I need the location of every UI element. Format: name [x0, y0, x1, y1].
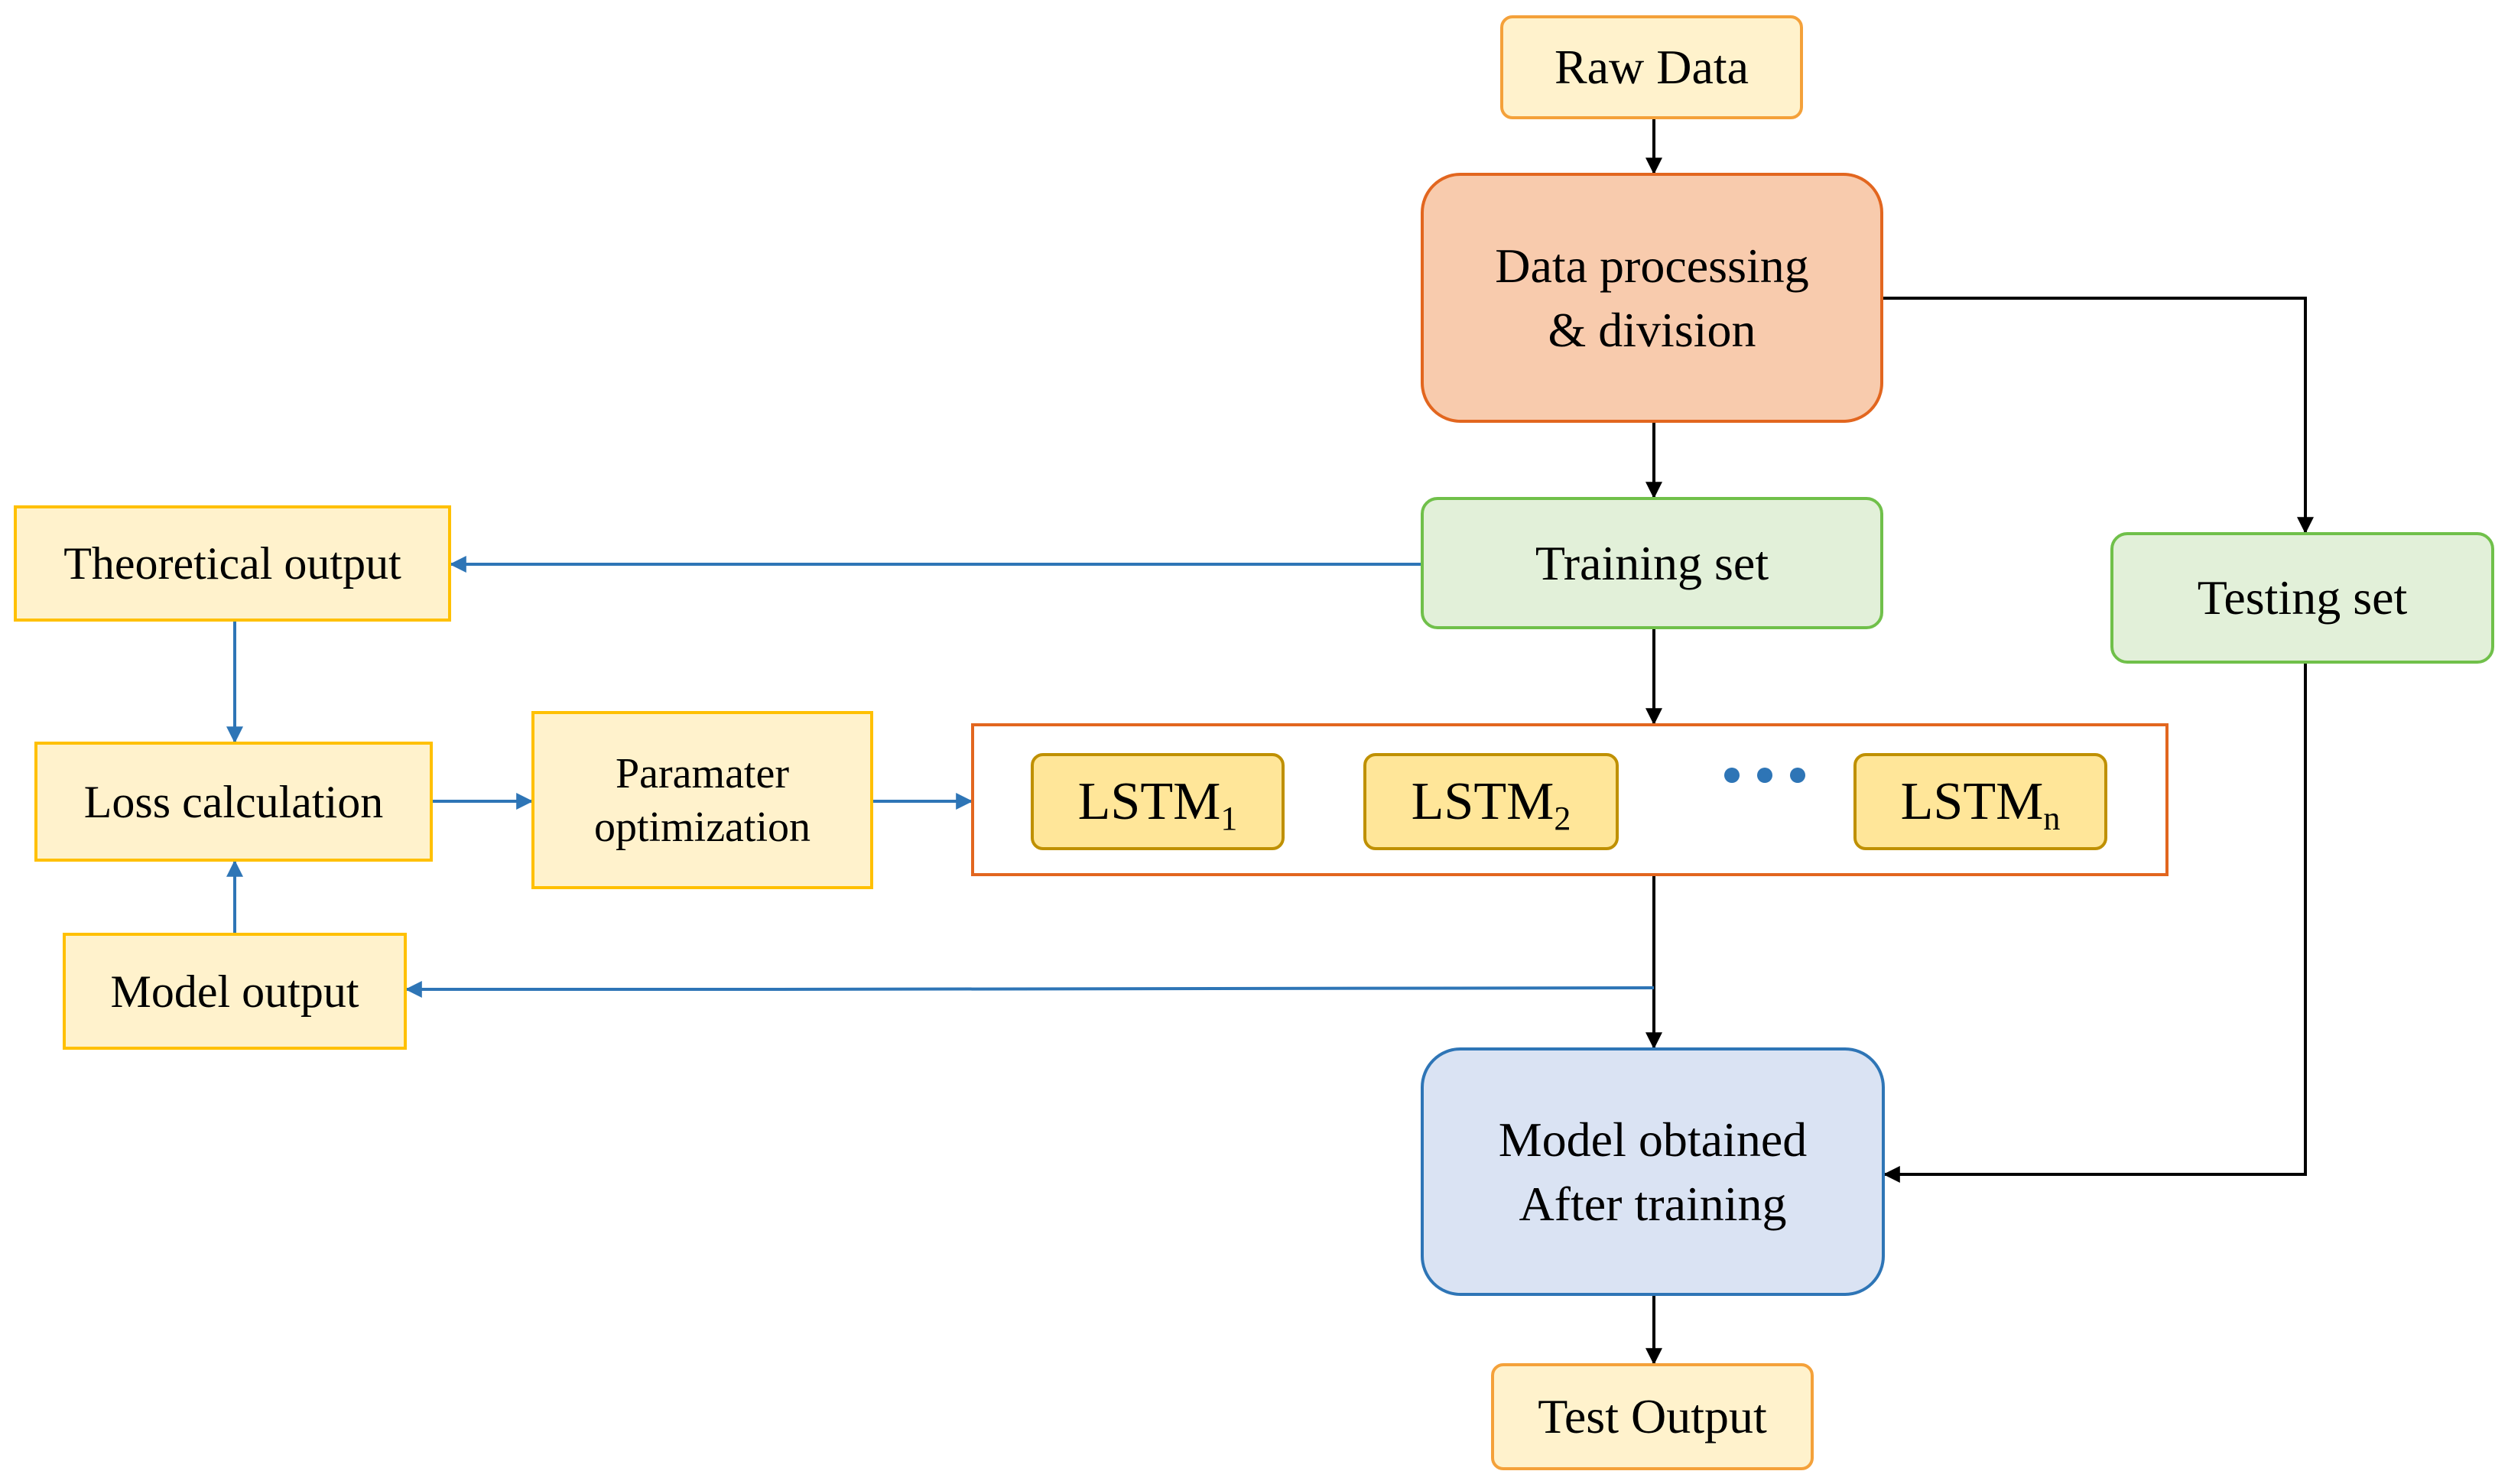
lstm-cell-2: LSTM2 — [1363, 753, 1619, 850]
ellipsis-dots-icon — [1724, 768, 1805, 783]
data-processing-label-line1: Data processing — [1495, 238, 1809, 293]
testing-set-node: Testing set — [2110, 532, 2494, 664]
model-obtained-label-line2: After training — [1519, 1176, 1787, 1231]
loss-calculation-node: Loss calculation — [34, 742, 433, 862]
theoretical-output-label: Theoretical output — [63, 538, 401, 589]
model-obtained-node: Model obtained After training — [1421, 1047, 1885, 1296]
parameter-optimization-label-line2: optimization — [593, 803, 811, 851]
data-processing-label-line2: & division — [1548, 302, 1756, 357]
testing-set-label: Testing set — [2197, 570, 2408, 625]
lstm-cell-n: LSTMn — [1853, 753, 2107, 850]
arrow-testing-to-model — [1883, 664, 2307, 1183]
arrow-lstm-to-model-output — [404, 981, 1655, 998]
model-output-node: Model output — [63, 933, 407, 1050]
lstm-cell-1-label: LSTM1 — [1077, 771, 1238, 837]
training-set-label: Training set — [1535, 535, 1769, 590]
raw-data-node: Raw Data — [1500, 15, 1803, 119]
parameter-optimization-label-line1: Paramater — [616, 749, 789, 797]
lstm-cell-n-label: LSTMn — [1900, 771, 2061, 837]
data-processing-node: Data processing & division — [1421, 173, 1883, 423]
lstm-cell-2-label: LSTM2 — [1411, 771, 1571, 837]
loss-calculation-label: Loss calculation — [83, 776, 384, 827]
parameter-optimization-node: Paramater optimization — [531, 711, 873, 889]
theoretical-output-node: Theoretical output — [14, 505, 451, 622]
model-obtained-label-line1: Model obtained — [1498, 1112, 1808, 1167]
test-output-node: Test Output — [1491, 1363, 1814, 1470]
model-output-label: Model output — [110, 966, 359, 1017]
arrow-processing-to-testing — [1883, 297, 2314, 534]
training-set-node: Training set — [1421, 497, 1883, 629]
test-output-label: Test Output — [1538, 1389, 1767, 1443]
raw-data-label: Raw Data — [1554, 40, 1749, 94]
lstm-cell-1: LSTM1 — [1031, 753, 1285, 850]
